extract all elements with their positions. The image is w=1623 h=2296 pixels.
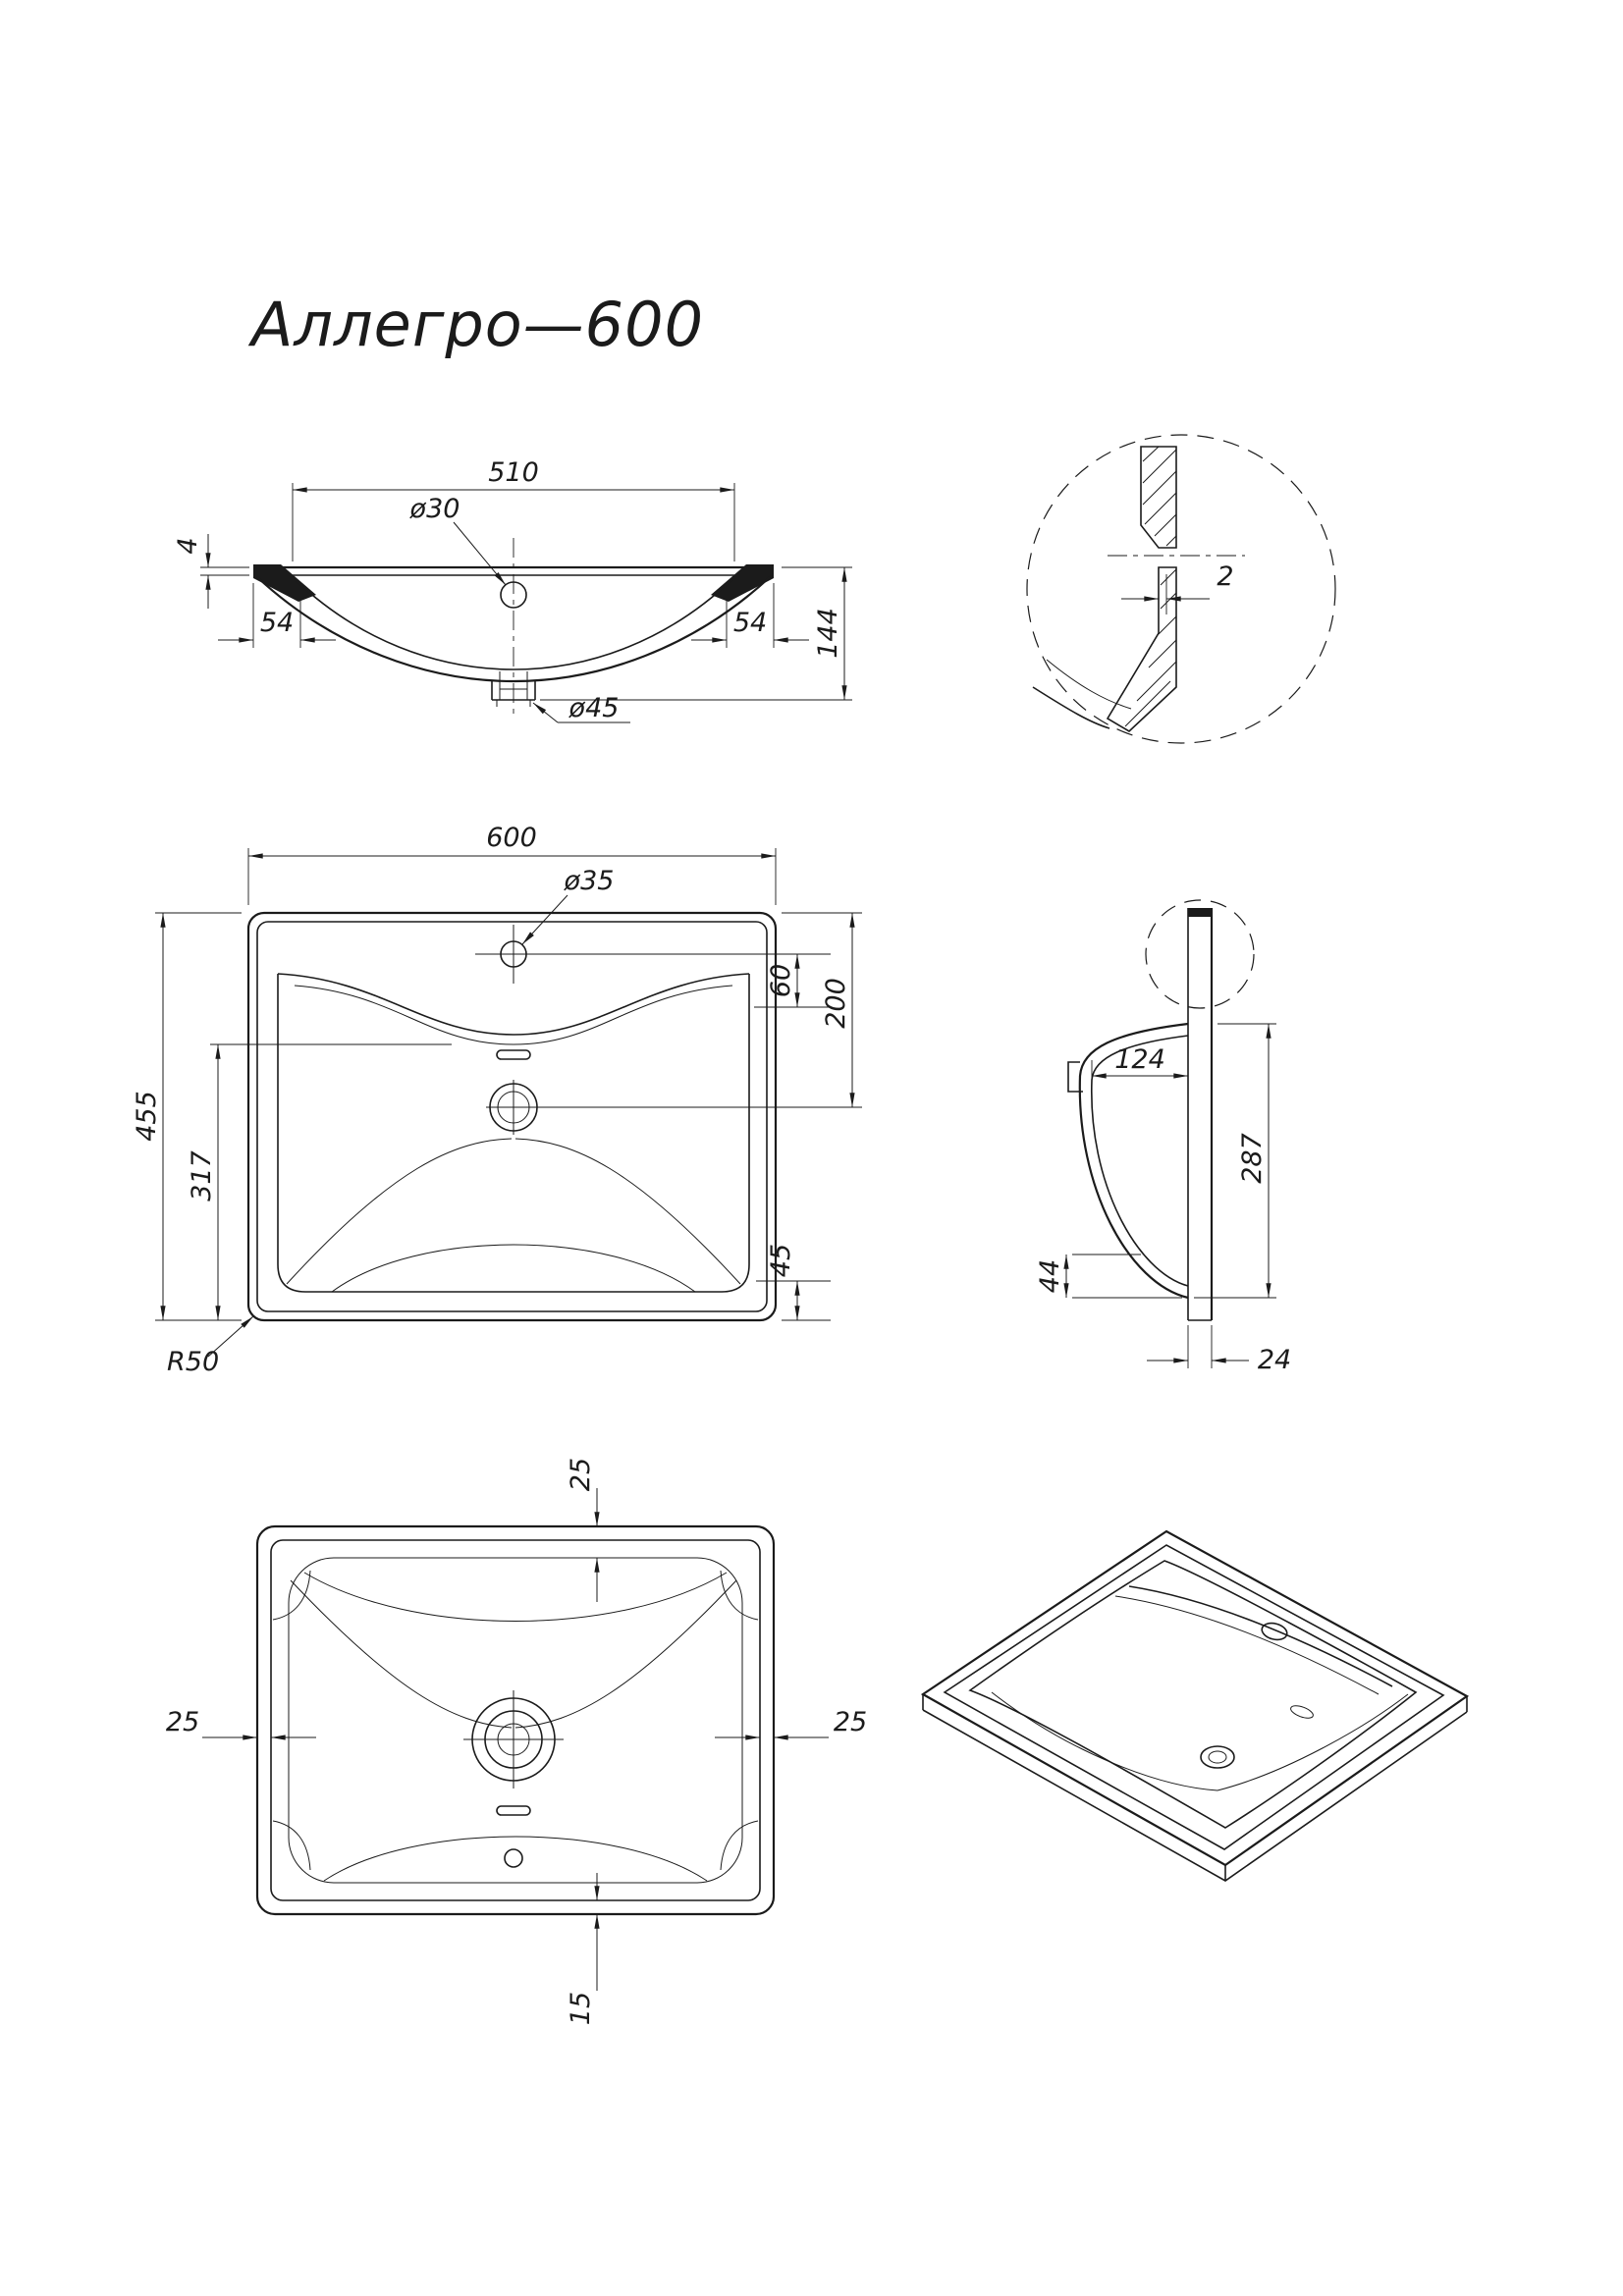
dim-front-hole: ø30 [409,494,460,524]
dim-front-left-offset: 54 [260,608,294,638]
dim-bottom-right-inset: 25 [834,1707,867,1737]
dim-front-drain: ø45 [568,693,620,723]
bottom-view: 25 25 25 15 [166,1458,867,2025]
isometric-view [920,1529,1470,1882]
drawing-title: Аллегро—600 [247,289,704,360]
dim-plan-front-offset: 45 [766,1244,796,1277]
dim-plan-width: 600 [486,823,537,853]
dim-side-basin-width: 124 [1114,1044,1165,1075]
dim-front-right-offset: 54 [733,608,767,638]
dim-plan-faucet: ø35 [564,866,615,896]
dim-front-rim: 4 [173,537,203,554]
dim-bottom-bottom-inset: 15 [566,1992,596,2025]
dim-side-ledge: 44 [1035,1259,1065,1293]
plan-view: 600 ø35 455 317 60 200 45 R50 [132,823,862,1377]
dim-front-width: 510 [488,457,539,488]
dim-bottom-top-inset: 25 [566,1458,596,1491]
dim-plan-faucet-offset: 60 [766,964,796,997]
dim-plan-basin-length: 317 [187,1150,217,1201]
front-section-view: 510 ø30 4 54 54 144 ø45 [173,457,852,723]
dim-plan-drain-offset: 200 [821,978,851,1029]
dim-bottom-left-inset: 25 [166,1707,199,1737]
dim-side-thickness: 24 [1258,1345,1291,1375]
dim-plan-depth: 455 [132,1091,162,1142]
dim-side-height: 287 [1237,1133,1268,1184]
dim-detail-gap: 2 [1217,561,1233,592]
dim-plan-radius: R50 [167,1347,219,1377]
dim-front-height: 144 [813,608,843,659]
detail-view: 2 [1026,434,1336,744]
side-section-view: 124 287 44 24 [1035,899,1291,1375]
